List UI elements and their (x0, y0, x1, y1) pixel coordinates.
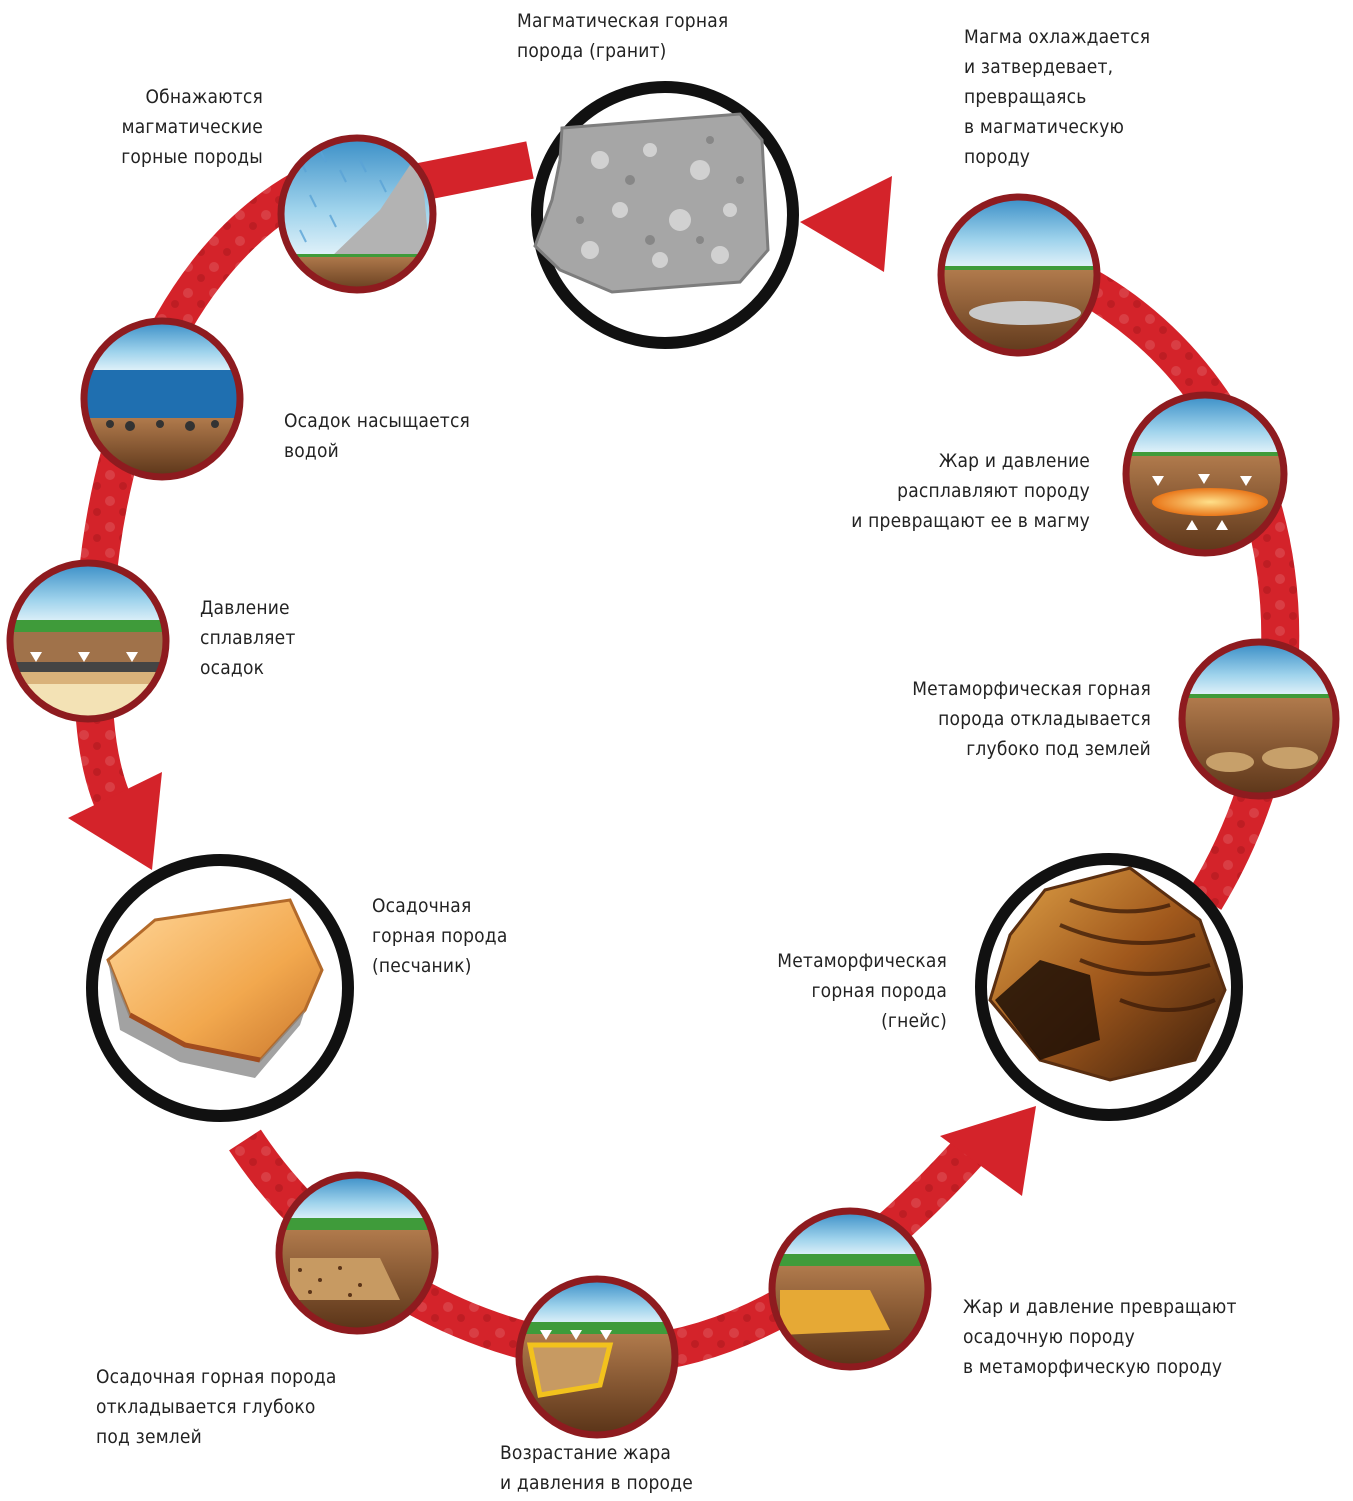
label-igneous-rock: Магматическая горная порода (гранит) (517, 10, 729, 62)
scene-magma-cools (937, 193, 1101, 357)
scene-sedimentary-buried (275, 1171, 439, 1335)
label-metamorphic-rock: Метаморфическая горная порода (гнейс) (777, 950, 947, 1032)
label-sedimentary-rock: Осадочная горная порода (песчаник) (372, 895, 508, 977)
sandstone-rock-circle (86, 854, 354, 1122)
label-heat-pressure-transform: Жар и давление превращают осадочную поро… (963, 1296, 1237, 1378)
label-igneous-exposed: Обнажаются магматические горные породы (121, 86, 263, 168)
label-heat-pressure-increase: Возрастание жара и давления в породе (500, 1442, 693, 1494)
arrow-head-bottom-right (940, 1106, 1036, 1196)
label-pressure-fuses: Давление сплавляет осадок (200, 597, 296, 679)
label-melts-to-magma: Жар и давление расплавляют породу и прев… (851, 450, 1090, 532)
scene-heat-pressure-increase (515, 1275, 679, 1439)
label-sediment-water: Осадок насыщается водой (284, 410, 471, 462)
scene-heat-pressure-transform (768, 1207, 932, 1371)
arrow-head-left (68, 772, 162, 870)
scene-metamorphic-buried (1178, 638, 1340, 800)
scene-melts-to-magma (1122, 391, 1288, 557)
gneiss-rock-circle (975, 853, 1243, 1121)
label-sedimentary-buried: Осадочная горная порода откладывается гл… (96, 1366, 337, 1448)
granite-rock-circle (531, 81, 799, 349)
scene-pressure-fuses (6, 559, 170, 723)
label-metamorphic-buried: Метаморфическая горная порода откладывае… (912, 678, 1151, 760)
label-magma-cools: Магма охлаждается и затвердевает, превра… (964, 26, 1151, 168)
scene-igneous-exposed (277, 134, 437, 294)
scene-sediment-water (80, 317, 244, 481)
arrow-head-top-right (800, 176, 892, 272)
